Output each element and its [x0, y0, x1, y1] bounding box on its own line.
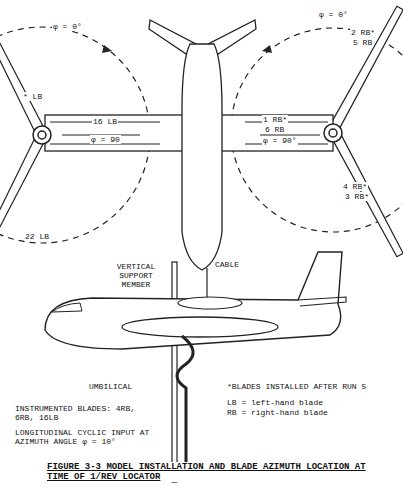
rotor-hub: [33, 124, 342, 144]
umbilical: [177, 336, 193, 482]
rotor-blade: [329, 6, 403, 132]
figure-label: * LB: [22, 92, 43, 101]
rotor-blade: [0, 26, 46, 137]
figure-label: INSTRUMENTED BLADES: 4RB, 6RB, 16LB: [14, 404, 146, 422]
cockpit-window: [52, 303, 82, 312]
figure-label: 1 RB*: [262, 115, 288, 124]
figure-label: 3 RB*: [344, 192, 370, 201]
nacelle-side: [122, 317, 278, 337]
figure-label: VERTICAL SUPPORT MEMBER: [104, 262, 168, 289]
figure-label: LONGITUDINAL CYCLIC INPUT AT AZIMUTH ANG…: [14, 428, 166, 446]
figure-label: *BLADES INSTALLED AFTER RUN 5: [226, 382, 367, 391]
support-member: [172, 262, 177, 482]
figure-label: 2 RB*: [350, 28, 376, 37]
figure-label: 16 LB: [92, 117, 118, 126]
wing-fairing: [178, 297, 242, 309]
figure-label: RB = right-hand blade: [226, 408, 329, 417]
figure-caption: FIGURE 3-3 MODEL INSTALLATION AND BLADE …: [46, 462, 378, 482]
figure-label: LB = left-hand blade: [226, 398, 324, 407]
figure-label: 5 RB: [352, 38, 373, 47]
figure-label: 4 RB*: [342, 182, 368, 191]
figure-label: φ = 90°: [262, 136, 298, 145]
figure-label: 6 RB: [264, 125, 285, 134]
figure-label: 22 LB: [24, 232, 50, 241]
figure-label: φ = 0°: [318, 10, 349, 19]
rotor-blade: [329, 128, 403, 257]
fuselage-top: [182, 44, 222, 270]
figure-label: φ = 0°: [52, 22, 83, 31]
fuselage-side: [45, 252, 342, 349]
figure-label: CABLE: [214, 260, 240, 269]
figure-label: φ = 90: [90, 135, 121, 144]
horizontal-tail: [298, 297, 346, 306]
figure-label: UMBILICAL: [88, 382, 133, 391]
